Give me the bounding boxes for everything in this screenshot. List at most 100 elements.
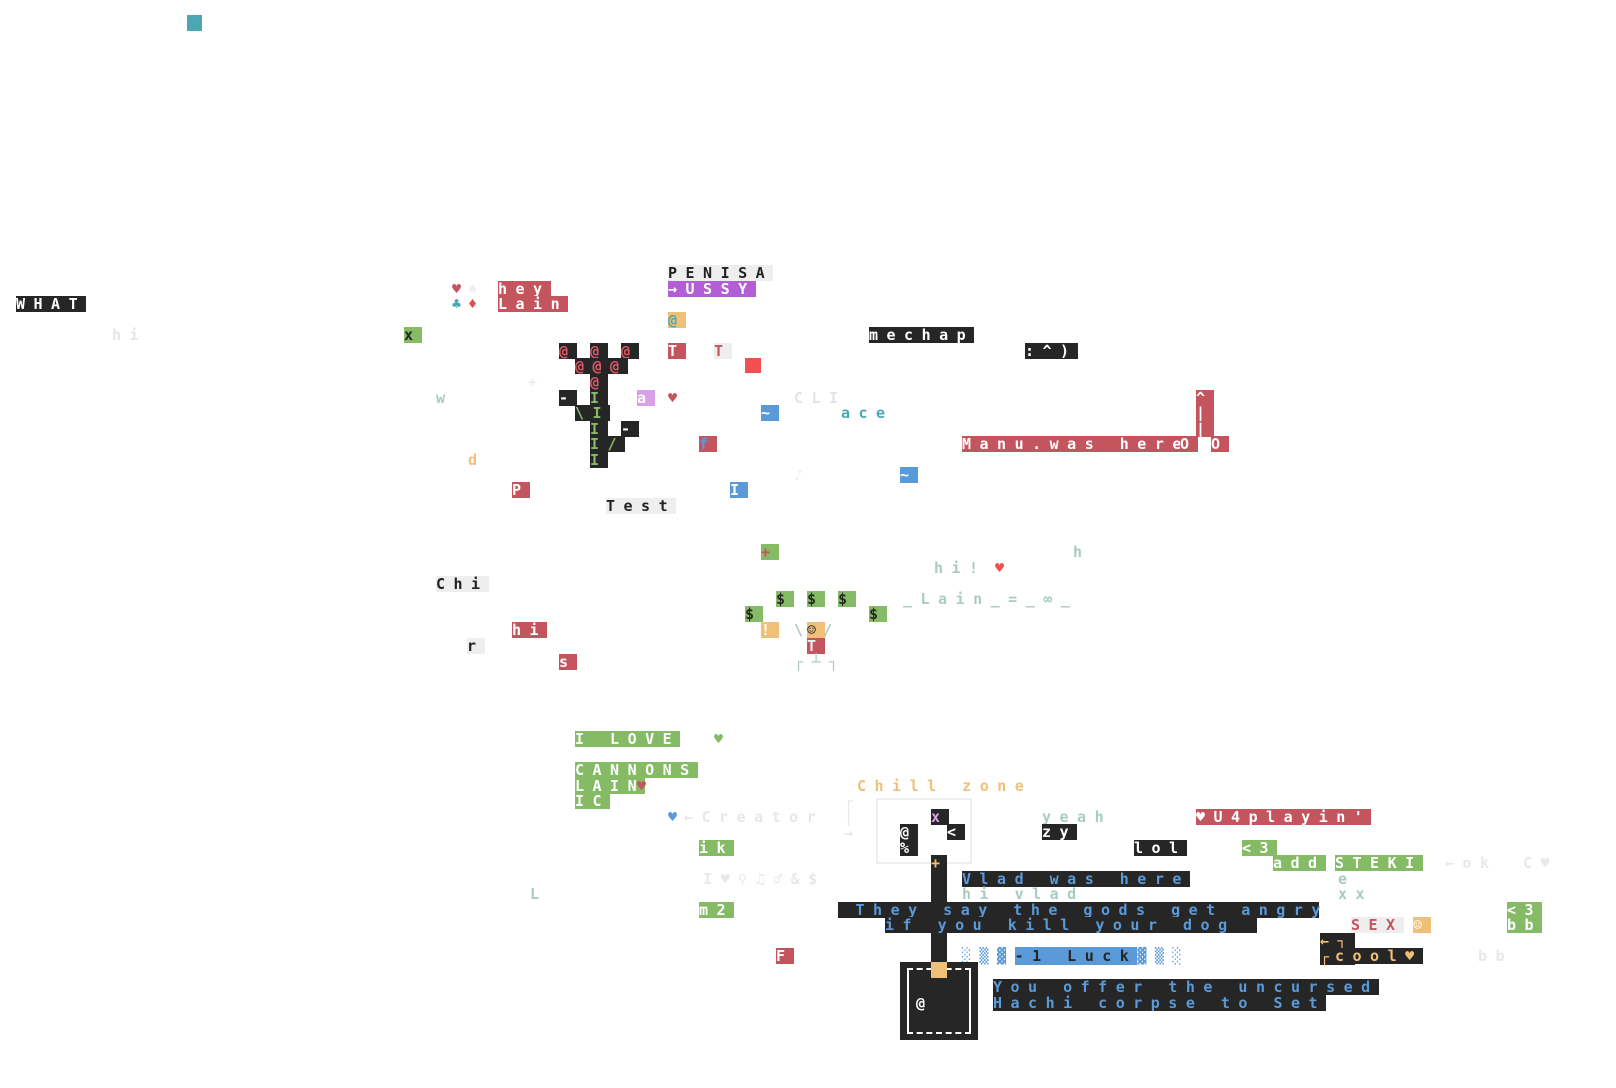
test-label: Test [606, 497, 677, 515]
r-tile: r [467, 637, 485, 655]
ussy-label: →USSY [668, 280, 756, 298]
hey-label: hey [498, 280, 551, 298]
bb-label-faded: bb [1478, 947, 1514, 965]
tree-trunk-2: \I [575, 404, 611, 422]
o-tile-2: O [1211, 435, 1229, 453]
red-square [745, 358, 761, 373]
tree-dash-right: - [621, 420, 639, 438]
bb-label: bb [1507, 916, 1543, 934]
heart-icon-3: ♥ [995, 559, 1013, 577]
offer-line-1: You offer the uncursed [993, 978, 1379, 996]
heart-icon-4: ♥ [714, 730, 732, 748]
pillar-plus: + [931, 854, 949, 872]
luck-bar: ░▒▓-1 Luck▓▒░ [962, 947, 1190, 965]
faded-hi: hi [112, 326, 148, 344]
tilde-tile-2: ~ [900, 466, 918, 484]
steki-label: STEKI [1335, 854, 1423, 872]
ik-label: ik [699, 839, 735, 857]
dollar-tile-2: $ [807, 590, 825, 608]
teal-block [187, 15, 202, 31]
heart-icon-2: ♥ [668, 389, 686, 407]
ok-label: ←ok [1445, 854, 1498, 872]
bar-tile-2: | [1196, 420, 1214, 438]
creator-label: ←Creator [684, 808, 825, 826]
ace-label: ace [841, 404, 894, 422]
tree-row3: @ [590, 373, 608, 391]
t-tile-red: T [668, 342, 686, 360]
altar-at: @ [916, 994, 934, 1012]
s-tile: s [559, 653, 577, 671]
club-icon: ♣ [452, 295, 470, 313]
t-tile-light: T [714, 342, 732, 360]
tilde-tile-1: ~ [761, 404, 779, 422]
zy-label: zy [1042, 823, 1078, 841]
yeah-label: yeah [1042, 808, 1113, 826]
offer-line-2: Hachi corpse to Set [993, 994, 1327, 1012]
gods-line-1: They say the gods get angry [838, 901, 1329, 919]
chill-zone-label: Chill zone [857, 777, 1033, 795]
tree-top-right: @ [621, 342, 639, 360]
add-label: add [1273, 854, 1326, 872]
tree-trunk-4: I/ [590, 435, 626, 453]
lain-infinity: _Lain_=_∞_ [903, 590, 1079, 608]
f-tile: f [699, 435, 717, 453]
what-label: WHAT [16, 295, 87, 313]
vlad-label: Vlad was here [962, 870, 1190, 888]
cli-label: CLI [794, 389, 847, 407]
heart-icon-6: ♥ [668, 808, 686, 826]
smiley-icon: ☺ [807, 621, 825, 639]
luck-label: -1 Luck [1014, 947, 1138, 965]
body-tile: T [807, 637, 825, 655]
l-tile: L [530, 885, 548, 903]
caret-tile: ^ [1196, 389, 1214, 407]
legs-tile: ┌┴┐ [794, 653, 847, 671]
dollar-tile-1: $ [776, 590, 794, 608]
smiley-icon-2: ☺ [1413, 916, 1431, 934]
x-tile: x [404, 326, 422, 344]
u4playin-label: ♥U4playin' [1196, 808, 1372, 826]
diamond-icon: ♦ [468, 295, 486, 313]
i-love-label: I LOVE [575, 730, 681, 748]
ic-label: IC [575, 792, 611, 810]
tree-plus: + [528, 373, 546, 391]
hi-vlad-label: hi vlad [962, 885, 1085, 903]
dollar-tile-3: $ [838, 590, 856, 608]
lt-tile: < [947, 823, 965, 841]
cannons-label: CANNONS [575, 761, 698, 779]
tree-dash-left: - [559, 389, 577, 407]
hi-label: hi [512, 621, 548, 639]
cool-label: cool♥ [1335, 947, 1423, 965]
chill-frame [876, 798, 972, 864]
lain2-label: LAIN [575, 777, 646, 795]
slash-tile: / [823, 621, 841, 639]
tree-top-left: @ [559, 342, 577, 360]
i-tile: I [730, 481, 748, 499]
lt3-label-2: <3 [1507, 901, 1543, 919]
h-tile: h [1073, 543, 1091, 561]
manu-label: Manu.was here [962, 435, 1190, 453]
gods-line-2: if you kill your dog [885, 917, 1257, 933]
gods-line-2-text: if you kill your dog [885, 916, 1236, 934]
chill-arrow: ┌│→ [844, 792, 862, 842]
sex-label: SEX [1351, 916, 1404, 934]
tree-top-mid: @ [590, 342, 608, 360]
lol-label: lol [1134, 839, 1187, 857]
backslash-tile: \ [794, 621, 812, 639]
tree-trunk-3: I [590, 420, 608, 438]
percent-tile: % [900, 839, 918, 857]
bar-tile-1: | [1196, 404, 1214, 422]
heart-icon: ♥ [452, 280, 470, 298]
mechap-label: mechap [869, 326, 975, 344]
c-heart-label: C♥ [1523, 854, 1559, 872]
lain-label: Lain [498, 295, 569, 313]
hi-bang-label: hi! [934, 559, 987, 577]
f-tile-2: F [776, 947, 794, 965]
chi-label: Chi [436, 575, 489, 593]
e-tile: e [1338, 870, 1356, 888]
bang-tile: ! [761, 621, 779, 639]
tree-trunk-1: I [590, 389, 608, 407]
lt3-label: <3 [1242, 839, 1278, 857]
a-tile: a [637, 389, 655, 407]
tree-row2: @@@ [575, 357, 628, 375]
tree-trunk-5: I [590, 451, 608, 469]
